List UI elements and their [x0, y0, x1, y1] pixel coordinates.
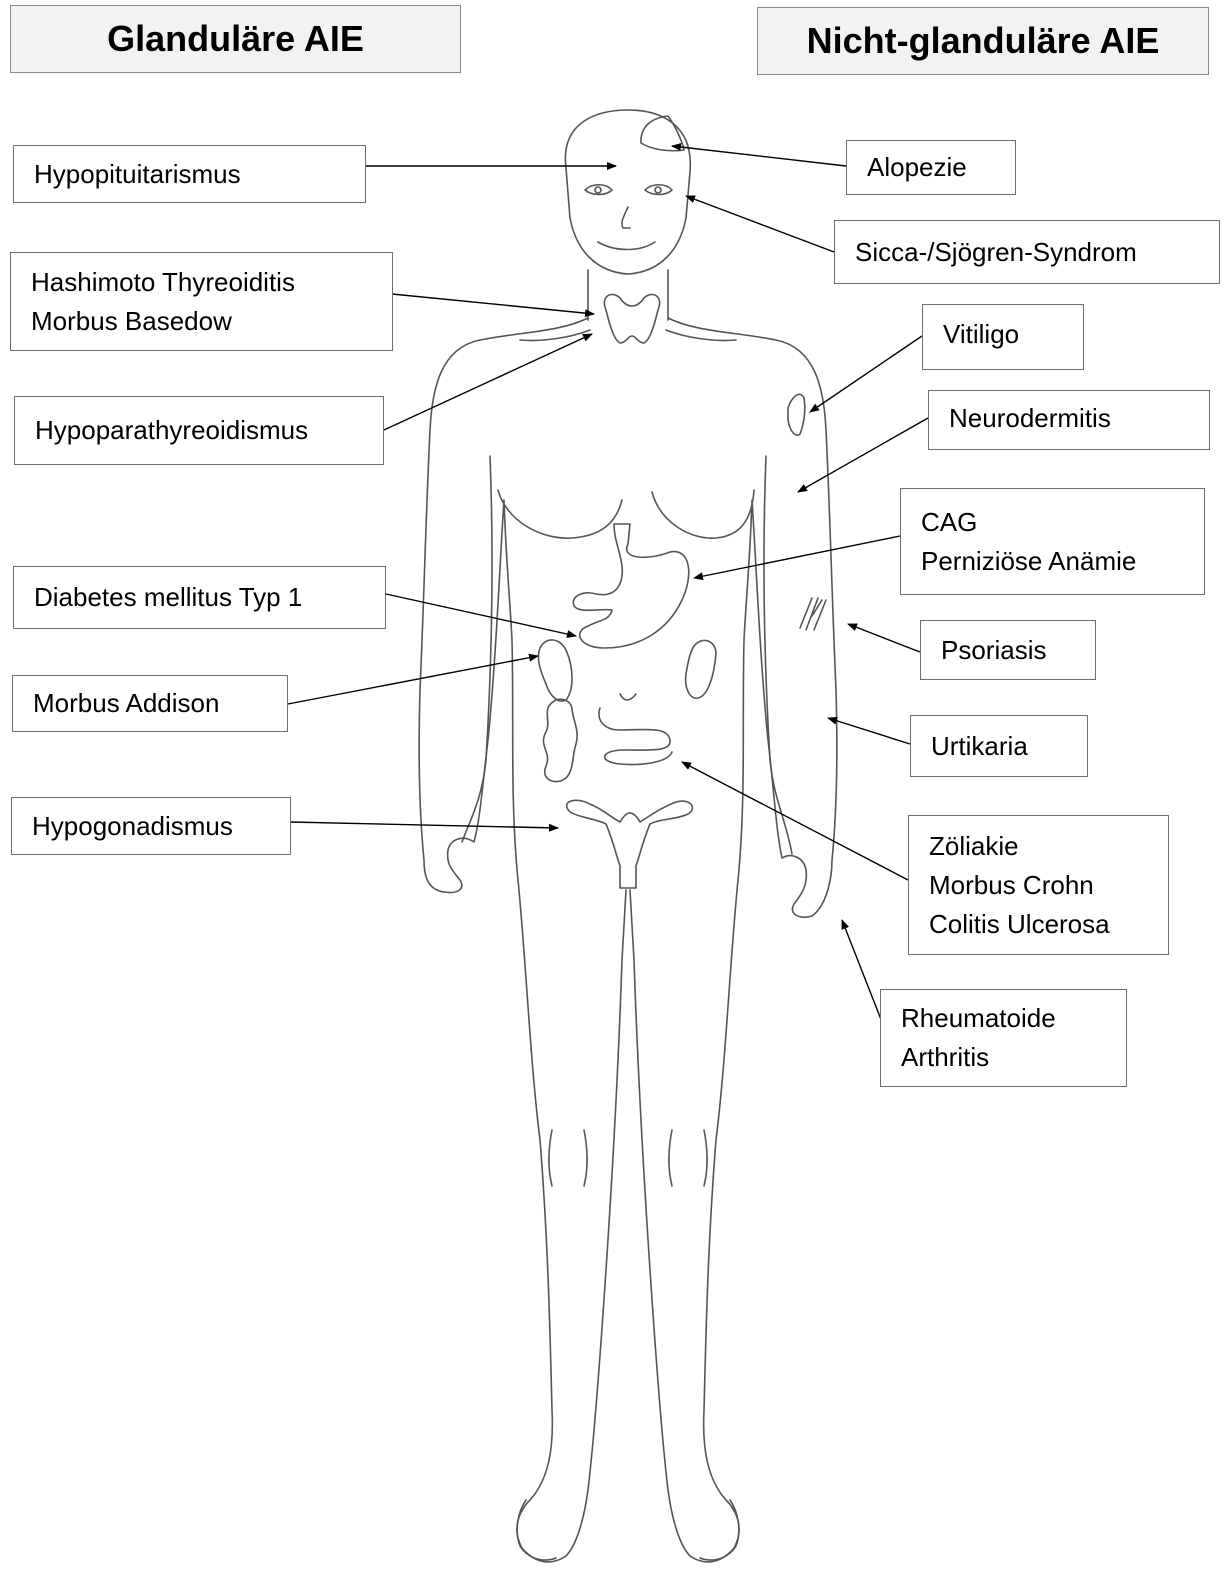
- arrow-neurodermitis: [798, 418, 928, 492]
- arrow-hypogonadismus: [290, 822, 558, 828]
- hair-patch: [641, 116, 684, 151]
- label-zoeliakie-crohn-colitis: Zöliakie Morbus Crohn Colitis Ulcerosa: [908, 815, 1169, 955]
- body-outline-left: [419, 318, 626, 1562]
- vitiligo-patch: [788, 394, 805, 435]
- arrow-urtikaria: [828, 718, 910, 744]
- breast-right: [652, 490, 754, 538]
- arrow-addison: [288, 656, 538, 704]
- label-diabetes: Diabetes mellitus Typ 1: [13, 566, 386, 629]
- arrow-vitiligo: [810, 336, 922, 412]
- psoriasis-mark: [800, 598, 826, 630]
- mouth: [598, 242, 655, 250]
- label-vitiligo: Vitiligo: [922, 304, 1084, 370]
- breast-left: [498, 490, 622, 538]
- label-hypoparathyreoidismus: Hypoparathyreoidismus: [14, 396, 384, 465]
- arrow-alopezie: [672, 146, 846, 166]
- uterus-icon: [567, 800, 693, 888]
- label-hashimoto-basedow: Hashimoto Thyreoiditis Morbus Basedow: [10, 252, 393, 351]
- label-hypopituitarismus: Hypopituitarismus: [13, 145, 366, 203]
- label-addison: Morbus Addison: [12, 675, 288, 732]
- label-alopezie: Alopezie: [846, 140, 1016, 195]
- label-rheumatoide-arthritis: Rheumatoide Arthritis: [880, 989, 1127, 1087]
- kidney-left-icon: [538, 640, 572, 701]
- body-outline-right: [630, 318, 837, 1562]
- kidney-right-icon: [686, 640, 716, 698]
- label-cag-perniziose: CAG Perniziöse Anämie: [900, 488, 1205, 595]
- arrow-rheumatoide: [842, 920, 882, 1022]
- intestine-icon: [543, 699, 577, 781]
- thyroid-icon: [604, 294, 659, 343]
- label-neurodermitis: Neurodermitis: [928, 390, 1210, 450]
- label-psoriasis: Psoriasis: [920, 620, 1096, 680]
- label-urtikaria: Urtikaria: [910, 715, 1088, 777]
- label-hypogonadismus: Hypogonadismus: [11, 797, 291, 855]
- label-sicca: Sicca-/Sjögren-Syndrom: [834, 220, 1220, 284]
- arrow-zoeliakie: [682, 762, 908, 880]
- arrow-diabetes: [386, 594, 576, 636]
- arrow-cag: [694, 536, 900, 578]
- arrow-hashimoto: [392, 294, 594, 314]
- arrow-psoriasis: [848, 624, 920, 652]
- stomach-icon: [573, 524, 688, 648]
- arrow-sicca: [686, 196, 834, 252]
- arrow-hypoparathyreoidismus: [384, 334, 592, 430]
